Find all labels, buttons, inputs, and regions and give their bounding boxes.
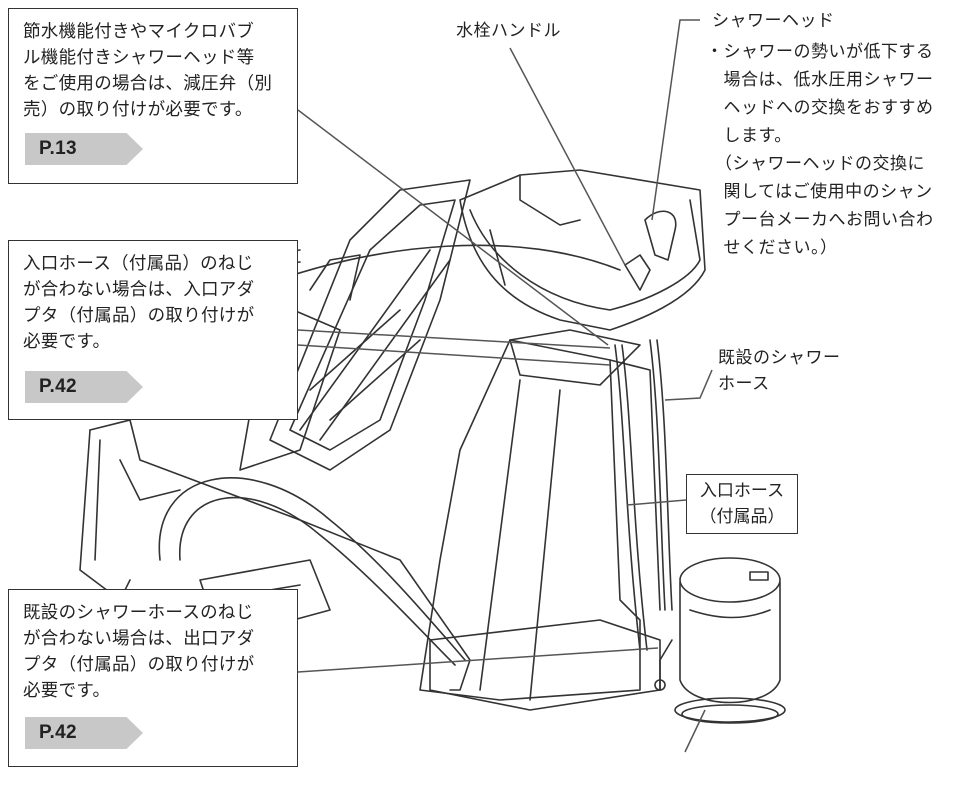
shower-hose [614, 344, 641, 651]
shower-head [644, 210, 677, 261]
label-line: 入口ホース [699, 481, 785, 501]
basin-inner [469, 199, 701, 311]
callout-line: ル機能付きシャワーヘッド等 [23, 48, 255, 68]
callout-line: 売）の取り付けが必要です。 [23, 100, 253, 120]
page-ref-tag[interactable]: P.42 [25, 371, 143, 403]
callout-text: 節水機能付きやマイクロバブ ル機能付きシャワーヘッド等 をご使用の場合は、減圧弁… [23, 19, 285, 123]
note-line: （シャワーヘッドの交換に [706, 154, 925, 174]
label-existing-shower-hose: 既設のシャワー ホース [718, 345, 841, 397]
label-line: （付属品） [699, 507, 785, 527]
note-line: 関してはご使用中のシャン [706, 182, 933, 202]
page-ref-tag[interactable]: P.13 [25, 133, 143, 165]
leader-existing-hose [664, 369, 713, 401]
callout-line: をご使用の場合は、減圧弁（別 [23, 74, 273, 94]
callout-line: 入口ホース（付属品）のねじ [23, 254, 254, 274]
canister-top [679, 557, 781, 603]
label-line: 既設のシャワー [718, 348, 841, 368]
callout-line: プタ（付属品）の取り付けが [23, 655, 255, 675]
callout-text: 入口ホース（付属品）のねじ が合わない場合は、入口アダ プタ（付属品）の取り付け… [23, 251, 285, 355]
canister-body [679, 581, 781, 704]
leader-mid-left-1 [297, 329, 611, 349]
page-ref-label: P.13 [39, 138, 77, 159]
callout-pressure-reducer: 節水機能付きやマイクロバブ ル機能付きシャワーヘッド等 をご使用の場合は、減圧弁… [8, 8, 298, 184]
label-line: ホース [718, 374, 770, 394]
leader-faucet [509, 47, 626, 266]
callout-text: 既設のシャワーホースのねじ が合わない場合は、出口アダ プタ（付属品）の取り付け… [23, 600, 285, 704]
callout-line: 必要です。 [23, 681, 111, 701]
callout-line: 既設のシャワーホースのねじ [23, 603, 254, 623]
label-faucet-handle: 水栓ハンドル [456, 21, 561, 41]
callout-line: が合わない場合は、入口アダ [23, 280, 255, 300]
leader-canister [684, 709, 706, 753]
note-line: ヘッドへの交換をおすすめ [706, 98, 934, 118]
note-line: ・シャワーの勢いが低下する [706, 42, 934, 62]
callout-line: 節水機能付きやマイクロバブ [23, 22, 255, 42]
note-line: 場合は、低水圧用シャワー [706, 70, 934, 90]
leader-shower-head [651, 19, 700, 221]
chair-lower-frame [89, 419, 471, 691]
callout-outlet-adapter: 既設のシャワーホースのねじ が合わない場合は、出口アダ プタ（付属品）の取り付け… [8, 589, 298, 767]
leader-mid-left-2 [297, 344, 611, 366]
note-line: します。 [706, 126, 792, 146]
hose-loop [158, 477, 466, 661]
faucet-body [624, 254, 651, 291]
note-line: プー台メーカへお問い合わ [706, 210, 934, 230]
shower-head-note: ・シャワーの勢いが低下する 場合は、低水圧用シャワー ヘッドへの交換をおすすめ … [706, 38, 934, 262]
inlet-hose [649, 339, 666, 611]
callout-line: 必要です。 [23, 332, 111, 352]
note-line: せください。） [706, 238, 838, 258]
leader-top-left [297, 109, 609, 346]
chair-back-panel [269, 179, 471, 471]
basin-outer [459, 169, 706, 331]
callout-line: プタ（付属品）の取り付けが [23, 306, 255, 326]
page-ref-label: P.42 [39, 376, 77, 397]
pedestal [419, 339, 641, 701]
label-shower-head: シャワーヘッド [712, 11, 835, 31]
leader-bottom-left [297, 647, 659, 673]
callout-line: が合わない場合は、出口アダ [23, 629, 255, 649]
page-ref-tag[interactable]: P.42 [25, 717, 143, 749]
page-ref-label: P.42 [39, 722, 77, 743]
leader-inlet-hose [626, 499, 687, 506]
callout-inlet-adapter: 入口ホース（付属品）のねじ が合わない場合は、入口アダ プタ（付属品）の取り付け… [8, 240, 298, 420]
label-inlet-hose: 入口ホース （付属品） [686, 474, 798, 534]
